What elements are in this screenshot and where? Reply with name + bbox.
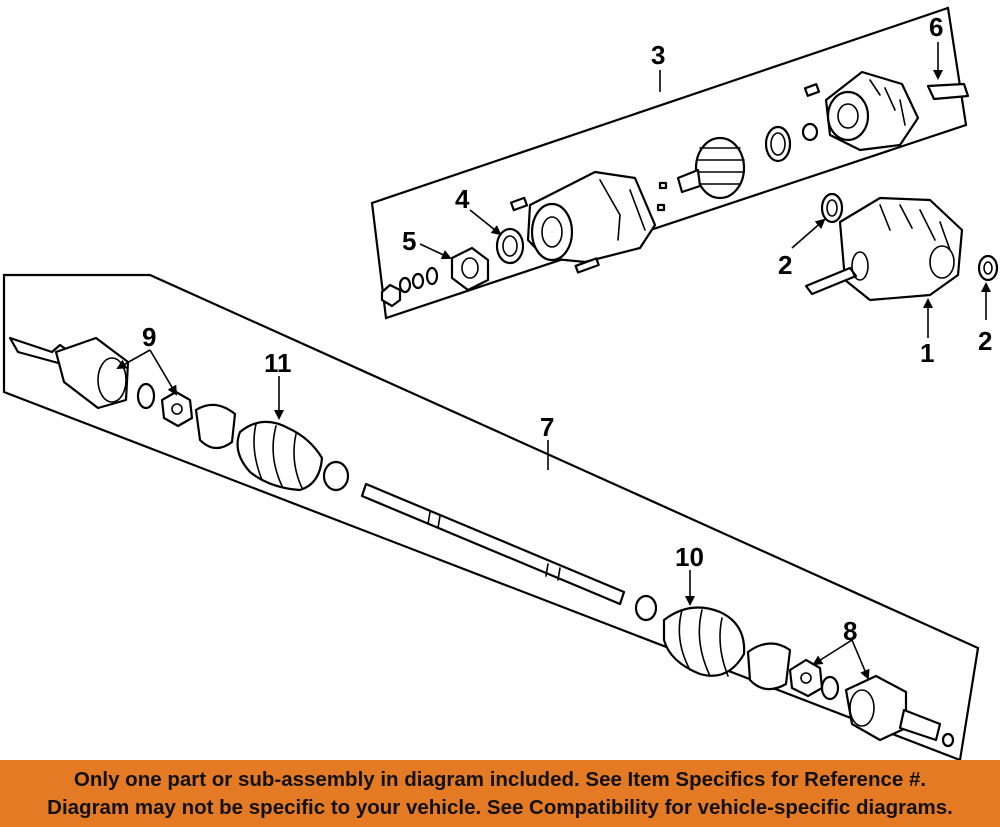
carrier-housing[interactable] <box>526 170 657 264</box>
callout-7: 7 <box>540 412 554 442</box>
leader-lines <box>116 42 991 680</box>
rear-cover[interactable] <box>824 70 920 152</box>
inboard-clip[interactable] <box>634 594 658 622</box>
callout-2-left: 2 <box>778 250 792 280</box>
small-bushing[interactable] <box>801 122 819 142</box>
small-pins <box>656 181 668 212</box>
cover-seal-ring[interactable] <box>764 125 792 163</box>
callout-9: 9 <box>142 322 156 352</box>
driveshaft-panel <box>2 273 980 760</box>
callout-8: 8 <box>843 616 857 646</box>
carrier-bolt-upper[interactable] <box>509 196 529 212</box>
disclaimer-banner: Only one part or sub-assembly in diagram… <box>0 760 1000 827</box>
inboard-tripod[interactable] <box>788 658 824 698</box>
end-nut[interactable] <box>380 283 402 308</box>
ring-gear[interactable] <box>676 136 746 200</box>
differential-panel <box>370 6 968 320</box>
outboard-cv-joint[interactable] <box>8 336 130 410</box>
boot-clamp-outboard[interactable] <box>194 403 237 450</box>
callout-5: 5 <box>402 226 416 256</box>
callout-3: 3 <box>651 40 665 70</box>
inboard-ring[interactable] <box>820 675 840 701</box>
boot-clamp-inboard[interactable] <box>746 642 792 691</box>
callout-1: 1 <box>920 338 934 368</box>
inboard-cv-joint[interactable] <box>844 674 955 748</box>
adjuster-nut[interactable] <box>450 246 490 292</box>
axle-seal-left[interactable] <box>820 192 844 224</box>
callout-6: 6 <box>929 12 943 42</box>
outboard-clip[interactable] <box>136 382 156 410</box>
cover-bolt[interactable] <box>803 83 821 97</box>
shim-washers[interactable] <box>398 266 439 294</box>
outboard-boot[interactable] <box>236 420 324 492</box>
carrier-bolt-lower[interactable] <box>574 257 600 274</box>
differential-assembly[interactable] <box>804 196 964 302</box>
parts-diagram: 1 2 2 3 4 5 6 7 8 9 10 11 <box>2 6 999 760</box>
axle-seal-right[interactable] <box>977 254 999 282</box>
callout-2-right: 2 <box>978 326 992 356</box>
boot-band-small[interactable] <box>322 460 350 492</box>
outboard-tripod[interactable] <box>160 390 194 428</box>
callout-10: 10 <box>675 542 704 572</box>
side-bearing[interactable] <box>495 227 525 265</box>
disclaimer-line-2: Diagram may not be specific to your vehi… <box>47 795 953 819</box>
callout-11: 11 <box>264 348 292 378</box>
inboard-boot[interactable] <box>662 606 746 677</box>
half-shaft[interactable] <box>360 482 626 606</box>
disclaimer-line-1: Only one part or sub-assembly in diagram… <box>73 767 927 791</box>
label-plate[interactable] <box>926 82 970 101</box>
callout-4: 4 <box>455 184 470 214</box>
